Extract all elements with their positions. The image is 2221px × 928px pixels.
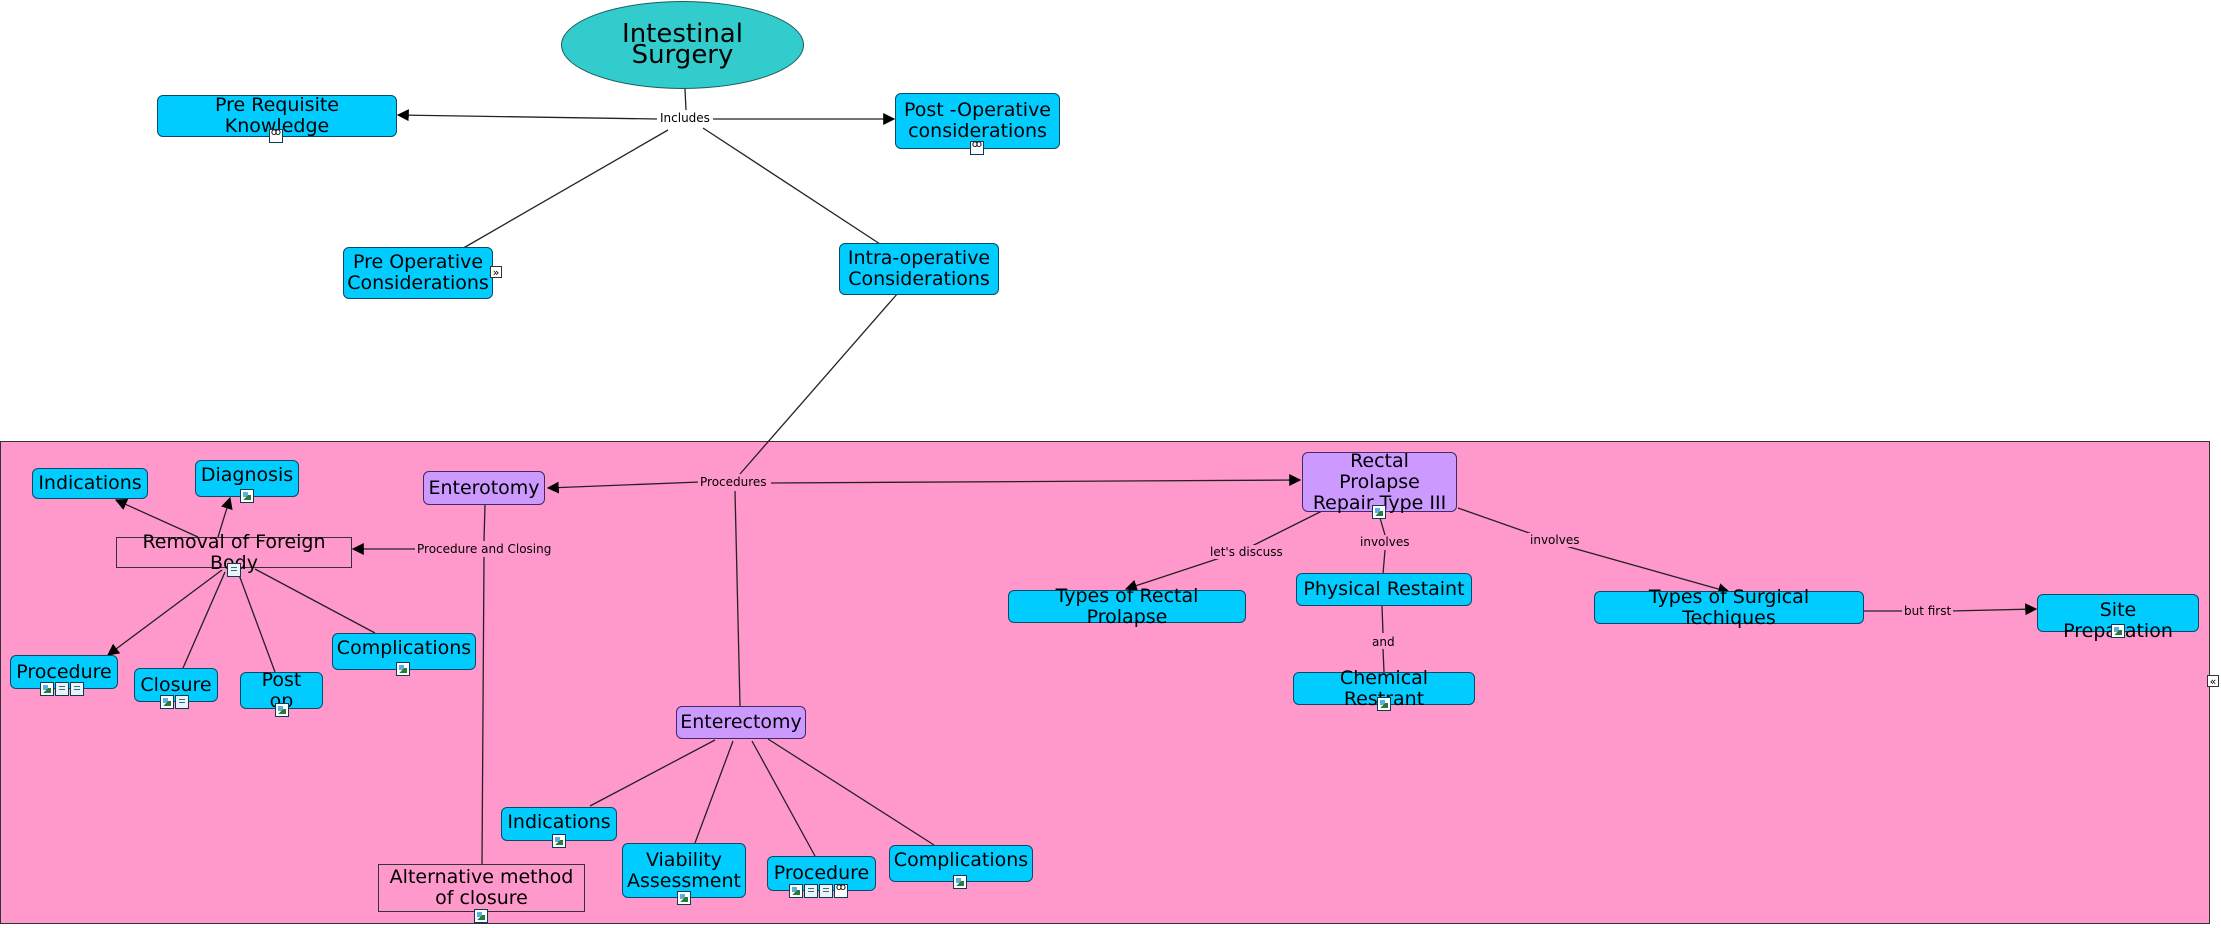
concept-types-of-surgical-techiques[interactable]: Types of Surgical Techiques — [1594, 586, 1864, 628]
concept-enterotomy[interactable]: Enterotomy — [423, 471, 545, 505]
edge-includes-prereq — [396, 109, 658, 122]
edge-pac-alternative — [481, 556, 485, 865]
resource-icons-rectal-prolapse[interactable] — [1372, 505, 1386, 519]
edge-removal-indications — [114, 498, 199, 538]
edge-involves1-physical — [1382, 549, 1386, 575]
concept-rectal-prolapse-repair[interactable]: Rectal Prolapse Repair Type III — [1302, 450, 1457, 513]
resource-icons-removal[interactable] — [227, 563, 241, 577]
document-resource-icon[interactable] — [70, 682, 84, 696]
resource-icons-procedure-left[interactable] — [40, 682, 84, 696]
image-resource-icon[interactable] — [677, 891, 691, 905]
edge-letsdiscuss-types — [1124, 557, 1221, 592]
resource-icons-complications-left[interactable] — [396, 662, 410, 676]
edge-involves2-surgical — [1561, 544, 1731, 595]
concept-map-link-icon[interactable] — [269, 127, 283, 143]
resource-icons-indications-bottom[interactable] — [552, 834, 566, 848]
link-label-includes[interactable]: Includes — [658, 111, 712, 125]
image-resource-icon[interactable] — [40, 682, 54, 696]
concept-enterectomy[interactable]: Enterectomy — [676, 706, 806, 739]
concept-map-link-icon[interactable] — [970, 139, 984, 155]
edge-root-includes — [684, 88, 687, 111]
concept-types-of-rectal-prolapse[interactable]: Types of Rectal Prolapse — [1008, 585, 1246, 627]
concept-pre-operative[interactable]: Pre Operative Considerations — [343, 247, 493, 299]
edge-removal-postop — [237, 571, 276, 673]
concept-post-op[interactable]: Post op — [240, 669, 323, 711]
image-resource-icon[interactable] — [160, 695, 174, 709]
link-label-involves-1[interactable]: involves — [1358, 535, 1412, 549]
resource-icons-alternative-closure[interactable] — [474, 909, 488, 923]
concept-physical-restaint[interactable]: Physical Restaint — [1296, 573, 1472, 606]
resource-icons-post-op[interactable] — [275, 703, 289, 717]
document-resource-icon[interactable] — [55, 682, 69, 696]
image-resource-icon[interactable] — [1377, 697, 1391, 711]
concept-complications-left[interactable]: Complications — [332, 633, 476, 670]
resource-icons-site-preparation[interactable] — [2111, 624, 2125, 638]
edge-procedures-rectal — [770, 474, 1302, 487]
image-resource-icon[interactable] — [474, 909, 488, 923]
edge-enterectomy-indications — [589, 739, 716, 807]
resource-icons-pre-requisite[interactable] — [269, 127, 283, 143]
edge-removal-procedure — [107, 569, 223, 656]
edge-enterectomy-viability — [694, 740, 734, 844]
resource-icons-complications-bottom[interactable] — [953, 875, 967, 889]
resource-icons-closure[interactable] — [160, 695, 189, 709]
link-label-procedures[interactable]: Procedures — [698, 475, 769, 489]
image-resource-icon[interactable] — [2111, 624, 2125, 638]
concept-procedure-left[interactable]: Procedure — [10, 655, 118, 689]
document-resource-icon[interactable] — [804, 884, 818, 898]
edge-procedures-enterotomy — [546, 481, 701, 494]
concept-complications-bottom[interactable]: Complications — [889, 845, 1033, 882]
edge-and-chemical — [1382, 648, 1385, 673]
concept-viability-assessment[interactable]: Viability Assessment — [622, 843, 746, 898]
edge-removal-complications — [254, 568, 376, 634]
collapse-nav-icon[interactable]: « — [2207, 675, 2219, 688]
link-label-and[interactable]: and — [1370, 635, 1397, 649]
edge-physical-and — [1381, 605, 1384, 634]
link-label-procedure-and-closing[interactable]: Procedure and Closing — [415, 542, 554, 556]
edge-butfirst-site — [1949, 603, 2038, 616]
edge-rectal-letsdiscuss — [1247, 510, 1323, 549]
resource-icons-chemical-restrant[interactable] — [1377, 697, 1391, 711]
concept-alternative-method-of-closure[interactable]: Alternative method of closure — [378, 864, 585, 912]
image-resource-icon[interactable] — [552, 834, 566, 848]
edge-includes-intraop — [702, 127, 881, 245]
procedures-group-panel — [0, 441, 2210, 924]
edge-enterectomy-complications — [767, 738, 935, 846]
image-resource-icon[interactable] — [953, 875, 967, 889]
edge-removal-closure — [182, 571, 226, 669]
edge-includes-preop — [459, 129, 669, 251]
resource-icons-post-operative[interactable] — [970, 139, 984, 155]
link-label-but-first[interactable]: but first — [1902, 604, 1954, 618]
document-resource-icon[interactable] — [175, 695, 189, 709]
concept-map-link-icon[interactable] — [834, 882, 848, 898]
edge-rectal-involves1 — [1379, 517, 1386, 536]
image-resource-icon[interactable] — [789, 884, 803, 898]
concept-removal-of-foreign-body[interactable]: Removal of Foreign Body — [116, 531, 352, 573]
expand-nav-icon[interactable]: » — [490, 266, 502, 279]
document-resource-icon[interactable] — [227, 563, 241, 577]
concept-intra-operative[interactable]: Intra-operative Considerations — [839, 243, 999, 295]
resource-icons-viability[interactable] — [677, 891, 691, 905]
edge-rectal-involves2 — [1457, 507, 1533, 535]
root-concept-intestinal-surgery[interactable]: Intestinal Surgery — [561, 1, 804, 89]
edge-enterectomy-procedure — [751, 740, 816, 857]
link-label-involves-2[interactable]: involves — [1528, 533, 1582, 547]
edge-removal-diagnosis — [217, 496, 233, 538]
resource-icons-procedure-bottom[interactable] — [789, 882, 848, 898]
edge-intraop-procedures — [739, 292, 899, 475]
image-resource-icon[interactable] — [275, 703, 289, 717]
document-resource-icon[interactable] — [819, 884, 833, 898]
image-resource-icon[interactable] — [396, 662, 410, 676]
resource-icons-diagnosis[interactable] — [240, 489, 254, 503]
edge-procedures-enterectomy — [734, 490, 741, 707]
concept-indications-left[interactable]: Indications — [32, 468, 148, 499]
image-resource-icon[interactable] — [1372, 505, 1386, 519]
concept-diagnosis[interactable]: Diagnosis — [195, 460, 299, 497]
link-label-lets-discuss[interactable]: let's discuss — [1208, 545, 1285, 559]
image-resource-icon[interactable] — [240, 489, 254, 503]
edge-enterotomy-pac — [483, 504, 486, 542]
